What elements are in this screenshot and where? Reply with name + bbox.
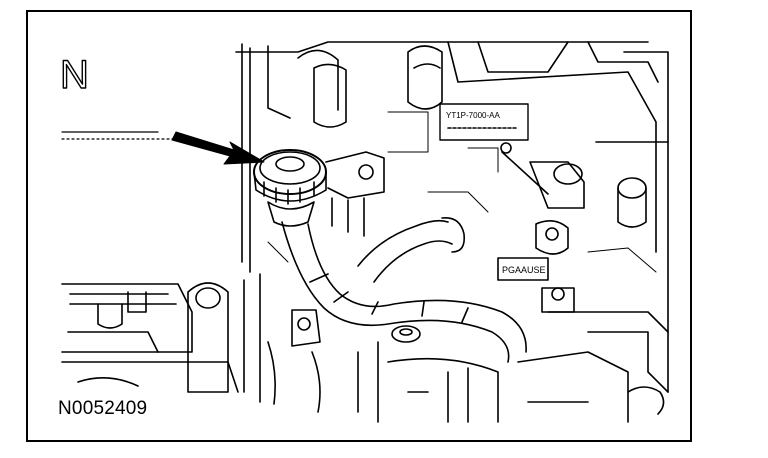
right-mount-fixtures: PGAAUSE	[497, 141, 669, 313]
filler-cap	[253, 149, 327, 227]
cap-mount-bracket	[325, 151, 385, 237]
upper-coolant-hose	[357, 217, 466, 283]
part-label-plate: YT1P-7000-AA	[439, 103, 529, 141]
left-guide-lines	[61, 131, 179, 140]
engine-upper-structure	[235, 41, 669, 393]
filler-neck-hose	[281, 221, 527, 363]
svg-text:N: N	[60, 53, 89, 97]
callout-arrow	[171, 131, 265, 165]
lower-engine-block	[357, 311, 669, 423]
lower-left-connectors	[61, 283, 239, 393]
svg-text:YT1P-7000-AA: YT1P-7000-AA	[446, 111, 500, 120]
svg-text:PGAAUSE: PGAAUSE	[502, 265, 546, 275]
lower-tube-assembly	[187, 273, 321, 413]
misc-detail-lines	[267, 111, 657, 273]
engine-line-drawing: N YT1P-7000-AA	[59, 41, 669, 423]
orientation-letter-n: N	[59, 52, 89, 97]
illustration-frame: N YT1P-7000-AA	[26, 10, 692, 442]
figure-id-label: N0052409	[58, 398, 148, 419]
